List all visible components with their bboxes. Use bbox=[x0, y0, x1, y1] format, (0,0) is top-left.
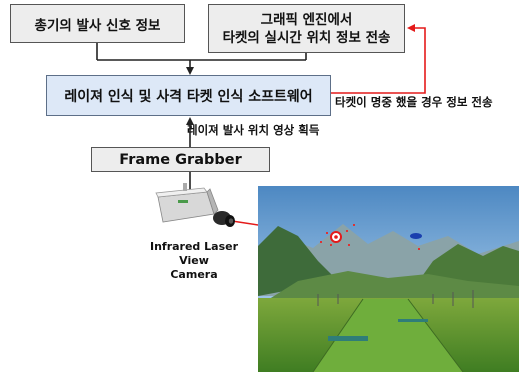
mid-hills bbox=[258, 271, 519, 306]
clay-target bbox=[410, 233, 422, 239]
debris-particles bbox=[320, 224, 420, 250]
shooting-range-scene bbox=[258, 186, 519, 372]
camera-caption-line2: Camera bbox=[170, 268, 218, 281]
frame-grabber-text: Frame Grabber bbox=[119, 151, 242, 168]
hit-marker-icon bbox=[330, 231, 342, 243]
trap-house-near bbox=[328, 336, 368, 341]
lane-edge-right bbox=[407, 298, 464, 372]
trap-house-far bbox=[398, 319, 428, 322]
lane-edge-left bbox=[312, 298, 364, 372]
gun-signal-text: 총기의 발사 신호 정보 bbox=[34, 17, 161, 34]
graphic-engine-line1: 그래픽 엔진에서 bbox=[260, 11, 353, 28]
laser-software-text: 레이져 인식 및 사격 타켓 인식 소프트웨어 bbox=[64, 88, 313, 105]
camera-caption: Infrared Laser View Camera bbox=[134, 240, 254, 282]
laser-software-box: 레이져 인식 및 사격 타켓 인식 소프트웨어 bbox=[46, 75, 331, 116]
feedback-arrow bbox=[331, 24, 426, 94]
graphic-engine-box: 그래픽 엔진에서 타켓의 실시간 위치 정보 전송 bbox=[208, 4, 405, 53]
gun-signal-box: 총기의 발사 신호 정보 bbox=[10, 4, 185, 43]
hit-info-label: 타켓이 명중 했을 경우 정보 전송 bbox=[335, 95, 493, 109]
frame-grabber-box: Frame Grabber bbox=[91, 147, 270, 172]
graphic-engine-line2: 타켓의 실시간 위치 정보 전송 bbox=[222, 29, 391, 46]
range-posts bbox=[317, 290, 474, 308]
camera-icon bbox=[155, 183, 235, 227]
camera-caption-line1: Infrared Laser View bbox=[149, 240, 238, 267]
acquire-image-label: 레이져 발사 위치 영상 획득 bbox=[187, 123, 320, 137]
